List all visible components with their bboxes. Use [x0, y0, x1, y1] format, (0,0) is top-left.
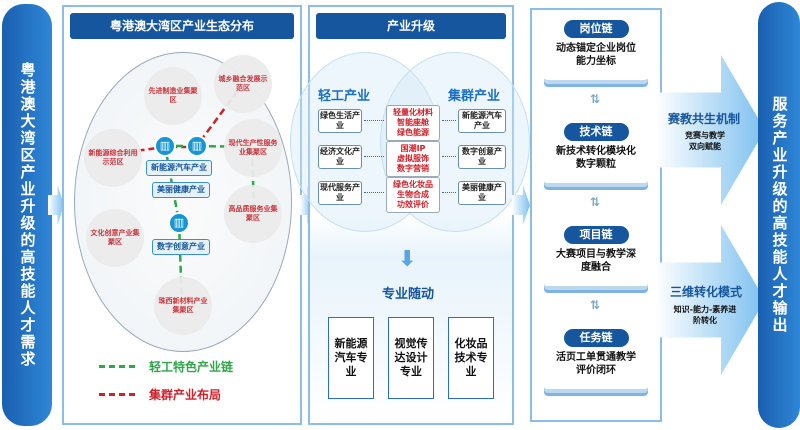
industry-tag: 美丽健康产业 — [152, 182, 210, 198]
major-box: 视觉传达设计专业 — [388, 317, 434, 399]
light-industry-box: 现代服务产业 — [318, 181, 362, 205]
legend-green-line — [99, 365, 135, 368]
fusion-item: 虚拟服饰 — [397, 154, 429, 163]
chain-panel: 岗位链 动态锚定企业岗位能力坐标 ⇅ 技术链 新技术转化模块化数字颗粒 ⇅ 项目链 … — [530, 8, 662, 422]
two-way-arrow-icon: ⇅ — [590, 298, 601, 312]
connector — [364, 192, 384, 193]
big-arrow-icon — [655, 225, 765, 375]
chain-name: 项目链 — [563, 226, 629, 244]
zone: 城乡融合发展示范区 — [214, 55, 272, 113]
chain-card: 岗位链 动态锚定企业岗位能力坐标 — [542, 18, 650, 80]
mechanism-title: 三维转化模式 — [669, 285, 742, 299]
industry-pin-icon: ▥ — [154, 135, 176, 157]
mechanism-desc: 知识-能力-素养进阶转化 — [673, 305, 737, 325]
major-box: 新能源汽车专业 — [328, 317, 374, 399]
chain-desc: 大赛项目与教学深度融合 — [556, 249, 636, 273]
zone: 高品质服务业集聚区 — [224, 185, 282, 243]
zone: 先进制造业集聚区 — [144, 67, 202, 125]
zone: 文化创意产业集聚区 — [86, 209, 144, 267]
fusion-item: 绿色能源 — [397, 128, 429, 137]
two-way-arrow-icon: ⇅ — [590, 92, 601, 106]
mechanism-title: 赛教共生机制 — [667, 112, 740, 126]
cluster-industry-box: 美丽健康产业 — [458, 181, 506, 205]
zone: 现代生产性服务业集聚区 — [224, 119, 282, 177]
chain-card: 任务链 活页工单贯通教学评价闭环 — [542, 327, 650, 389]
cluster-industry-box: 新能源汽车产业 — [458, 109, 506, 133]
follow-label: 专业随动 — [382, 287, 435, 302]
fusion-item: 生物合成 — [397, 190, 429, 199]
fusion-item: 绿色化妆品 — [393, 180, 433, 189]
down-arrow-icon: ⬇ — [398, 247, 417, 272]
fusion-item: 数字营销 — [397, 164, 429, 173]
chain-name: 岗位链 — [563, 20, 629, 38]
mechanism-desc: 竞赛与教学双向赋能 — [685, 131, 725, 151]
fusion-box: 绿色化妆品 生物合成 功效评价 — [386, 177, 440, 213]
chain-desc: 新技术转化模块化数字颗粒 — [556, 146, 636, 170]
chain-name: 技术链 — [563, 123, 629, 141]
arrow-icon — [48, 185, 64, 225]
chain-name: 任务链 — [563, 329, 629, 347]
left-bar-demand: 粤港澳大湾区产业升级的高技能人才需求 — [2, 4, 52, 426]
legend-cluster: 集群产业布局 — [149, 388, 222, 402]
light-industry-box: 经济文化产业 — [318, 145, 362, 169]
fusion-box: 国潮IP 虚拟服饰 数字营销 — [386, 141, 440, 177]
industry-tag: 数字创意产业 — [152, 239, 210, 255]
fusion-item: 功效评价 — [397, 200, 429, 209]
chain-desc: 动态锚定企业岗位能力坐标 — [556, 43, 636, 67]
arrow-icon — [512, 185, 530, 225]
upgrade-panel: 产业升级 轻工产业 集群产业 绿色生活产业 轻量化材料 智能座舱 绿色能源 新能… — [290, 5, 530, 425]
connector — [364, 156, 384, 157]
legend-light-industry: 轻工特色产业链 — [149, 360, 234, 374]
two-way-arrow-icon: ⇅ — [590, 195, 601, 209]
connector — [364, 120, 384, 121]
industry-tag: 新能源汽车产业 — [146, 160, 212, 176]
connector — [442, 192, 456, 193]
cluster-industry-head: 集群产业 — [448, 89, 501, 104]
chain-card: 项目链 大赛项目与教学深度融合 — [542, 224, 650, 286]
light-industry-head: 轻工产业 — [318, 89, 371, 104]
fusion-box: 轻量化材料 智能座舱 绿色能源 — [386, 105, 440, 141]
industry-pin-icon: ▥ — [186, 135, 208, 157]
fusion-item: 国潮IP — [400, 144, 426, 153]
ecosystem-panel: 粤港澳大湾区产业生态分布 城乡融合发展示范区 先进制造业集聚区 现代生产性服务业… — [62, 5, 302, 425]
fusion-item: 轻量化材料 — [393, 108, 433, 117]
cluster-industry-box: 数字创意产业 — [458, 145, 506, 169]
panel-title: 粤港澳大湾区产业生态分布 — [70, 13, 294, 39]
industry-pin-icon: ▥ — [168, 212, 190, 234]
chain-desc: 活页工单贯通教学评价闭环 — [556, 352, 636, 376]
chain-card: 技术链 新技术转化模块化数字颗粒 — [542, 121, 650, 183]
right-bar-output: 服务产业升级的高技能人才输出 — [758, 2, 800, 428]
zone: 珠西新材料产业集聚区 — [154, 277, 212, 335]
connector — [442, 120, 456, 121]
connector — [442, 156, 456, 157]
light-industry-box: 绿色生活产业 — [318, 109, 362, 133]
zone: 新能源综合利用示范区 — [84, 129, 142, 187]
major-box: 化妆品技术专业 — [448, 317, 494, 399]
panel-title: 产业升级 — [316, 13, 506, 39]
legend-red-line — [99, 393, 135, 396]
fusion-item: 智能座舱 — [397, 118, 429, 127]
